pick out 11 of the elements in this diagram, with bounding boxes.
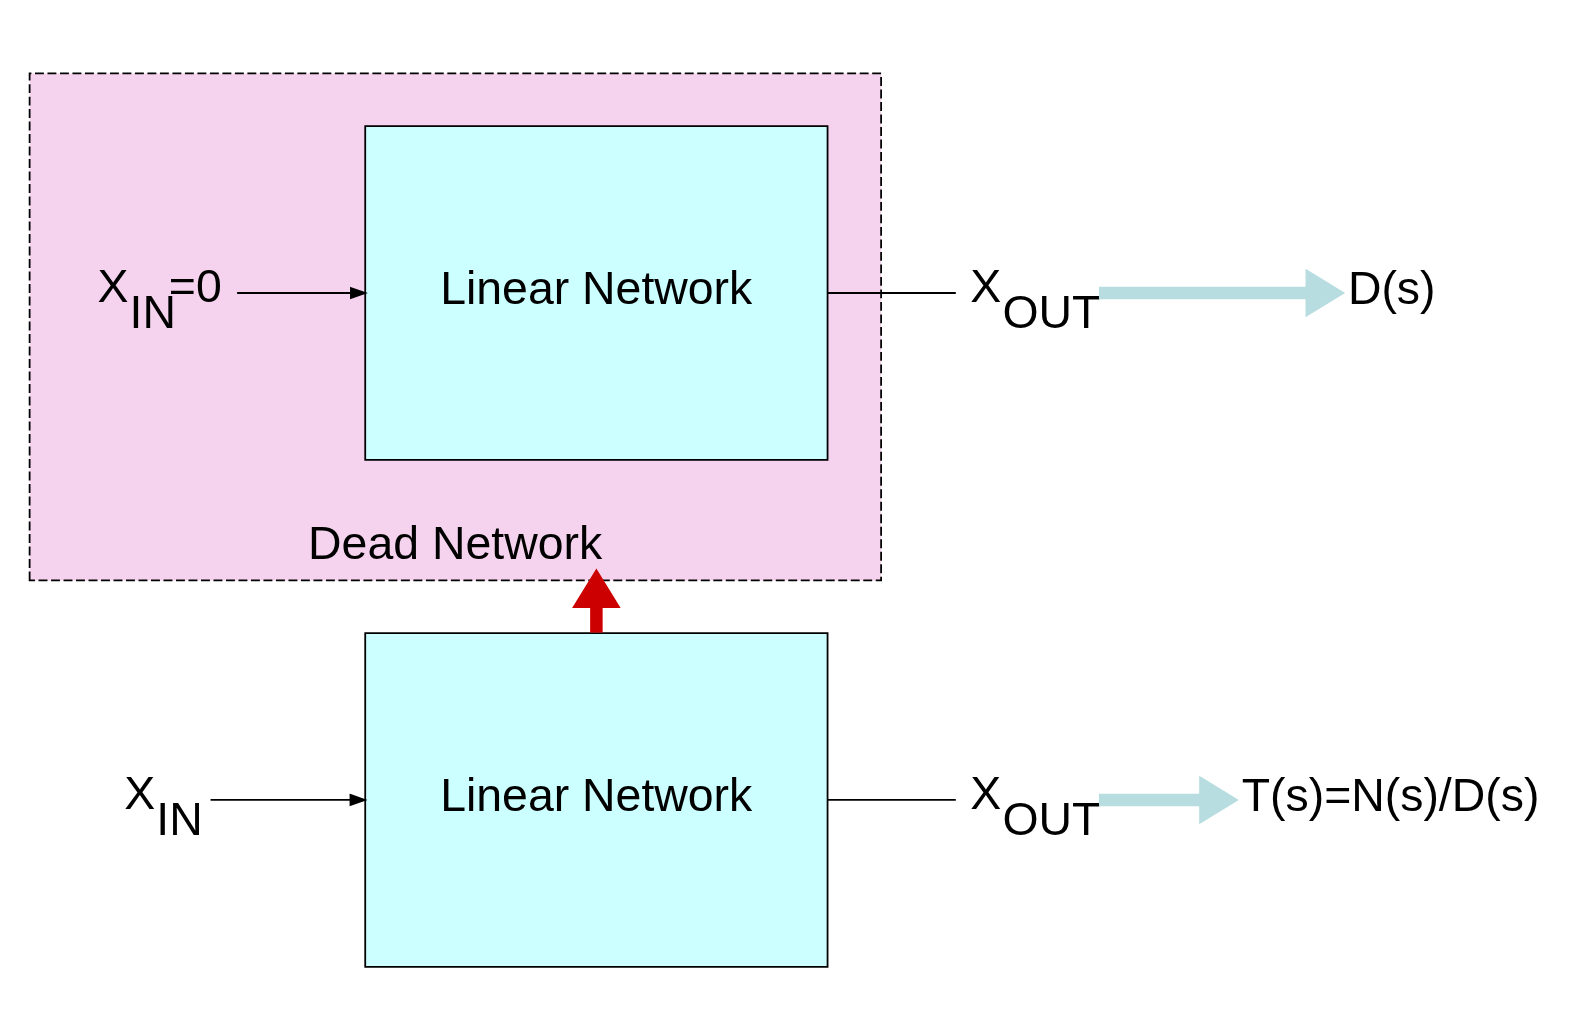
arrow (572, 568, 621, 633)
node-box: Linear Network (364, 125, 829, 461)
connector (826, 799, 957, 801)
connector (826, 292, 957, 294)
node-text: D(s) (1347, 262, 1436, 315)
arrow (1098, 775, 1239, 825)
arrow (1098, 268, 1346, 318)
arrow (236, 286, 368, 300)
node-box: Linear Network (364, 632, 829, 968)
node-text: T(s)=N(s)/D(s) (1241, 769, 1540, 822)
arrow (209, 793, 368, 807)
